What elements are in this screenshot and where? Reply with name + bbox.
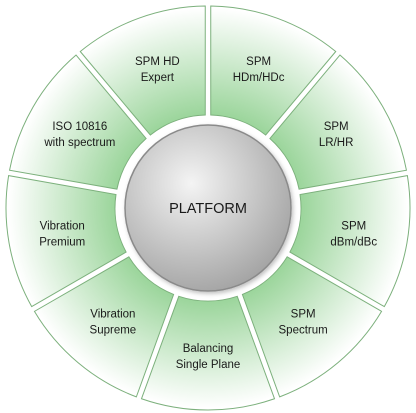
segment-2: SPM LR/HR	[269, 54, 408, 190]
segment-label-line: with spectrum	[43, 137, 115, 149]
segment-label-line: HDm/HDc	[233, 72, 285, 84]
hub-label: PLATFORM	[169, 201, 247, 217]
segment-label: SPM HDm/HDc	[233, 56, 285, 84]
segment-label-line: SPM HD	[135, 56, 180, 68]
segment-3: SPM dBm/dBc	[289, 175, 411, 308]
segment-4: SPM Spectrum	[241, 256, 383, 398]
segment-label-line: SPM	[291, 308, 316, 320]
segment-label-line: Balancing	[183, 343, 234, 355]
segment-label-line: Supreme	[90, 324, 137, 336]
segment-shape	[140, 295, 276, 411]
segment-9: SPM HD Expert	[79, 5, 206, 136]
segment-shape	[210, 5, 337, 136]
segment-label-line: dBm/dBc	[330, 237, 377, 249]
segment-label: SPM dBm/dBc	[330, 221, 377, 249]
segment-label: SPM HD Expert	[135, 56, 180, 84]
segment-label-line: SPM	[324, 121, 349, 133]
segment-label: SPM Spectrum	[279, 308, 328, 336]
segment-label-line: Single Plane	[176, 359, 241, 371]
segment-label: SPM LR/HR	[319, 121, 354, 149]
segment-1: SPM HDm/HDc	[210, 5, 337, 136]
segment-shape	[8, 54, 147, 190]
segment-label-line: LR/HR	[319, 137, 354, 149]
segment-shape	[5, 175, 127, 308]
platform-hub	[124, 124, 292, 292]
segment-label-line: ISO 10816	[52, 121, 107, 133]
segment-label-line: Expert	[141, 72, 175, 84]
segment-shape	[289, 175, 411, 308]
segment-label-line: SPM	[246, 56, 271, 68]
segment-label-line: Vibration	[40, 221, 85, 233]
segment-shape	[241, 256, 383, 398]
segment-shape	[33, 256, 175, 398]
segment-shape	[269, 54, 408, 190]
hub-circle	[124, 124, 292, 292]
segment-label-line: Spectrum	[279, 324, 328, 336]
segment-label-line: SPM	[341, 221, 366, 233]
segment-8: ISO 10816 with spectrum	[8, 54, 147, 190]
segment-label: ISO 10816 with spectrum	[43, 121, 115, 149]
segment-label-line: Vibration	[90, 308, 135, 320]
segment-shape	[79, 5, 206, 136]
segment-label-line: Premium	[39, 237, 85, 249]
